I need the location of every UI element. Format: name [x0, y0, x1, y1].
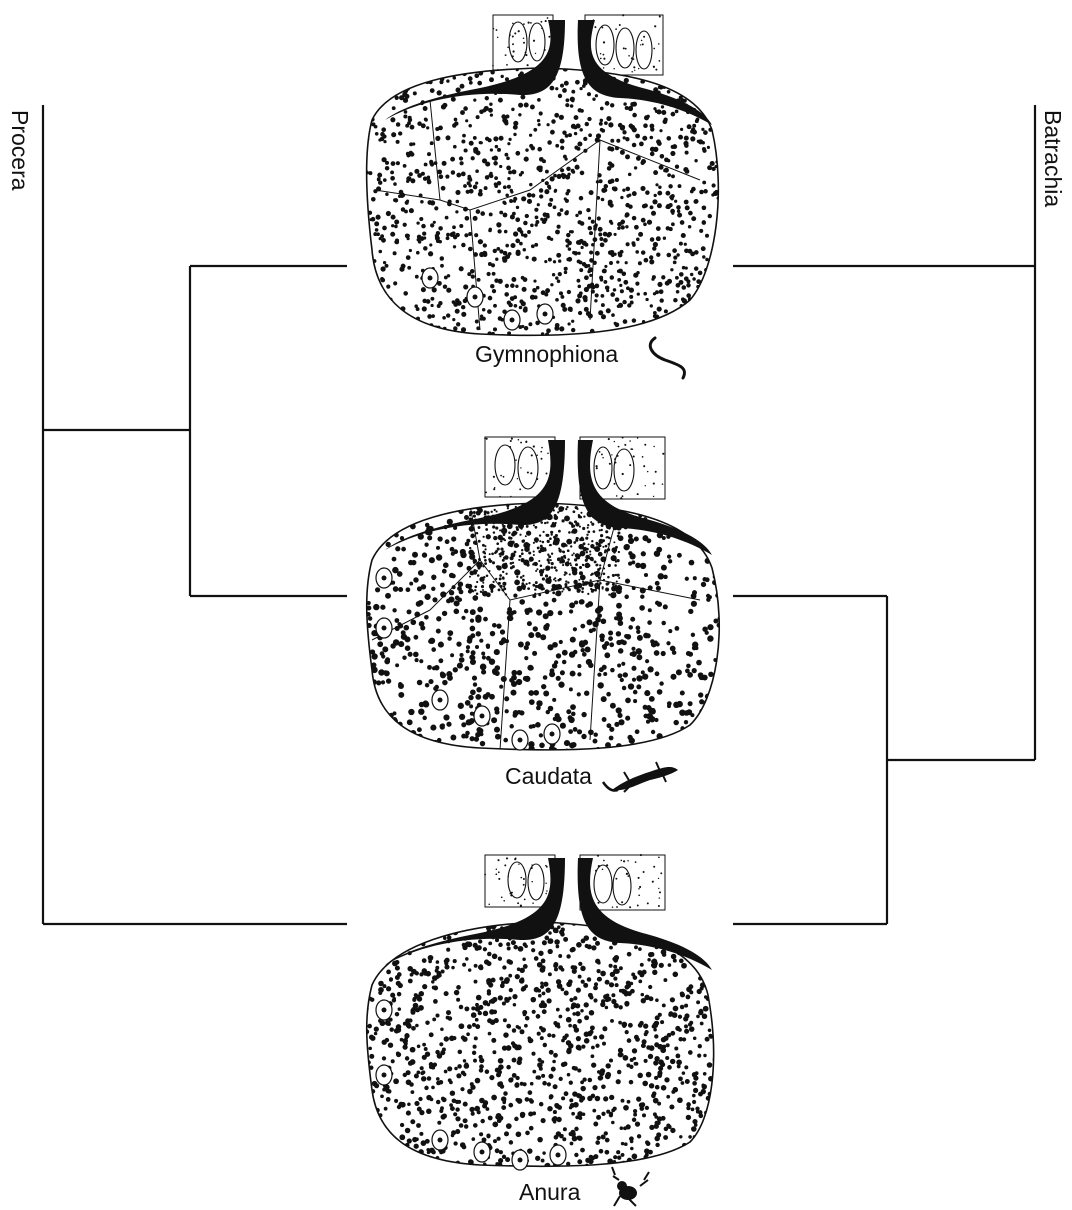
- gland-illustration-anura: [365, 854, 715, 1171]
- gland-illustration-caudata: [365, 436, 720, 751]
- taxon-label-anura: Anura: [519, 1179, 581, 1205]
- taxon-label-gymnophiona: Gymnophiona: [475, 341, 618, 367]
- salamander-silhouette-icon: [601, 761, 678, 793]
- gland-illustration-gymnophiona: [365, 14, 720, 337]
- clade-label-batrachia: Batrachia: [1040, 110, 1066, 207]
- batrachia-tree: [733, 105, 1037, 926]
- clade-label-procera: Procera: [7, 110, 33, 191]
- caecilian-silhouette-icon: [648, 336, 686, 380]
- taxon-anura: Anura: [519, 1166, 650, 1207]
- frog-silhouette-icon: [611, 1166, 650, 1207]
- procera-tree: [41, 105, 347, 926]
- taxon-gymnophiona: Gymnophiona: [475, 336, 686, 380]
- taxon-label-caudata: Caudata: [505, 763, 592, 789]
- taxon-caudata: Caudata: [505, 761, 678, 793]
